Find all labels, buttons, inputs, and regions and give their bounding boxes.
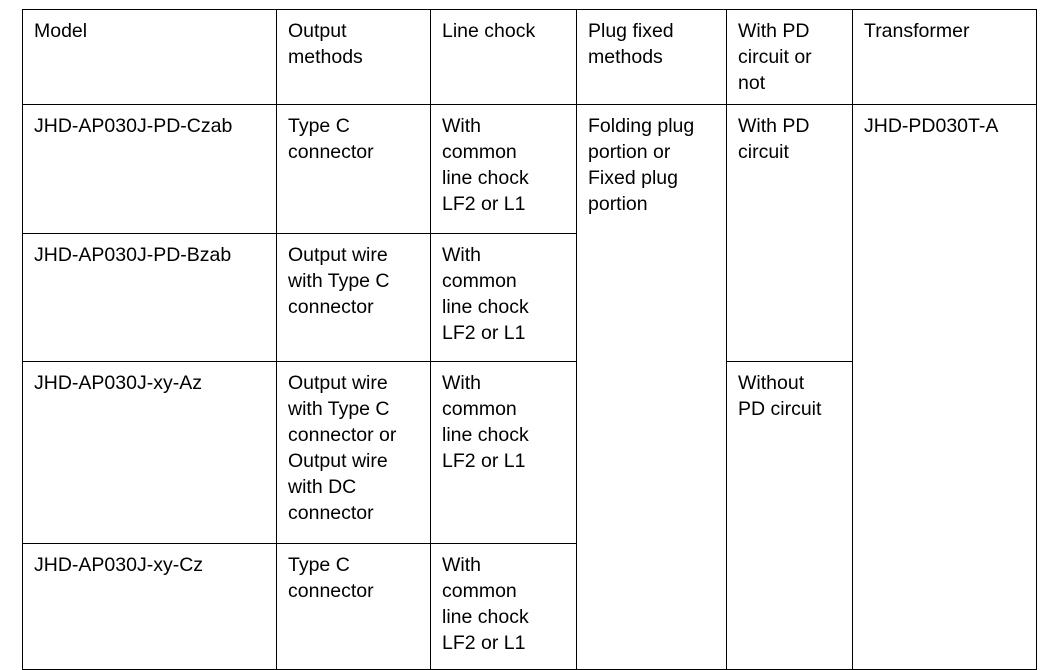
cell-output-methods: Output wire with Type C connector: [276, 233, 431, 362]
cell-output-methods: Type C connector: [276, 104, 431, 234]
cell-output-methods: Type C connector: [276, 543, 431, 670]
column-header-plug-fixed-methods-label: Plug fixed methods: [588, 20, 674, 68]
table-row: JHD-AP030J-PD-Czab Type C connector With…: [22, 104, 1037, 670]
cell-line-chock: With common line chock LF2 or L1: [430, 104, 577, 234]
column-header-with-pd-circuit-or-not-label: With PD circuit or not: [738, 20, 812, 94]
cell-output-methods-text: Output wire with Type C connector or Out…: [288, 372, 397, 524]
column-header-model-label: Model: [34, 20, 88, 42]
cell-line-chock-text: With common line chock LF2 or L1: [442, 115, 529, 215]
cell-output-methods: Output wire with Type C connector or Out…: [276, 361, 431, 544]
column-header-output-methods: Output methods: [276, 9, 431, 105]
cell-model: JHD-AP030J-PD-Czab: [22, 104, 277, 234]
column-header-transformer: Transformer: [852, 9, 1037, 105]
column-header-line-chock-label: Line chock: [442, 20, 536, 42]
column-header-with-pd-circuit-or-not: With PD circuit or not: [726, 9, 853, 105]
cell-model: JHD-AP030J-PD-Bzab: [22, 233, 277, 362]
cell-output-methods-text: Type C connector: [288, 115, 374, 163]
product-specification-table: Model Output methods Line chock Plug fix…: [22, 9, 1037, 670]
cell-plug-fixed-methods-text: Folding plug portion or Fixed plug porti…: [588, 115, 695, 215]
cell-line-chock: With common line chock LF2 or L1: [430, 361, 577, 544]
document-page: Model Output methods Line chock Plug fix…: [22, 9, 1037, 670]
column-header-transformer-label: Transformer: [864, 20, 970, 42]
table-row: JHD-AP030J-xy-Az Output wire with Type C…: [22, 361, 1037, 670]
cell-model-text: JHD-AP030J-PD-Czab: [34, 115, 233, 137]
column-header-output-methods-label: Output methods: [288, 20, 363, 68]
cell-line-chock: With common line chock LF2 or L1: [430, 233, 577, 362]
cell-line-chock: With common line chock LF2 or L1: [430, 543, 577, 670]
cell-without-pd-circuit: Without PD circuit: [726, 361, 853, 670]
cell-model-text: JHD-AP030J-xy-Az: [34, 372, 202, 394]
cell-model: JHD-AP030J-xy-Cz: [22, 543, 277, 670]
cell-output-methods-text: Type C connector: [288, 554, 374, 602]
cell-model: JHD-AP030J-xy-Az: [22, 361, 277, 544]
column-header-plug-fixed-methods: Plug fixed methods: [576, 9, 727, 105]
cell-transformer: JHD-PD030T-A: [852, 104, 1037, 670]
cell-line-chock-text: With common line chock LF2 or L1: [442, 372, 529, 472]
column-header-model: Model: [22, 9, 277, 105]
column-header-line-chock: Line chock: [430, 9, 577, 105]
cell-line-chock-text: With common line chock LF2 or L1: [442, 554, 529, 654]
cell-without-pd-circuit-text: Without PD circuit: [738, 372, 822, 420]
cell-output-methods-text: Output wire with Type C connector: [288, 244, 390, 318]
cell-transformer-text: JHD-PD030T-A: [864, 115, 999, 137]
table-row: JHD-AP030J-PD-Bzab Output wire with Type…: [22, 233, 1037, 362]
table-header-row: Model Output methods Line chock Plug fix…: [22, 9, 1037, 105]
cell-plug-fixed-methods: Folding plug portion or Fixed plug porti…: [576, 104, 727, 670]
cell-model-text: JHD-AP030J-PD-Bzab: [34, 244, 232, 266]
cell-model-text: JHD-AP030J-xy-Cz: [34, 554, 204, 576]
cell-with-pd-circuit-text: With PD circuit: [738, 115, 810, 163]
cell-with-pd-circuit: With PD circuit: [726, 104, 853, 362]
cell-line-chock-text: With common line chock LF2 or L1: [442, 244, 529, 344]
